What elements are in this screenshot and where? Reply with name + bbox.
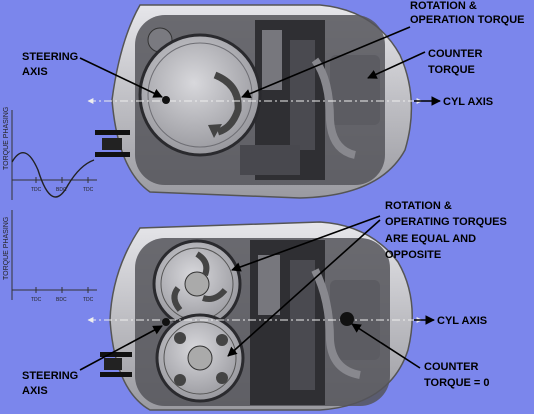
bottom-rotation-label-4: OPPOSITE	[385, 249, 441, 261]
bottom-counter-dot	[340, 312, 354, 326]
top-torque-graph: TORQUE PHASING TDC BDC TDC	[3, 107, 97, 200]
top-rotation-label-1: ROTATION &	[410, 0, 477, 12]
bottom-graph-ylabel: TORQUE PHASING	[3, 217, 10, 280]
top-counter-label-2: TORQUE	[428, 64, 475, 76]
bottom-graph-bdc: BDC	[56, 297, 67, 303]
top-counter-label-1: COUNTER	[428, 48, 482, 60]
top-steering-label-1: STEERING	[22, 51, 78, 63]
bottom-steering-label-2: AXIS	[22, 385, 48, 397]
bottom-rotation-label-1: ROTATION &	[385, 200, 452, 212]
top-torque-curve	[11, 152, 95, 198]
bottom-graph-tdc: TDC	[31, 297, 42, 303]
bottom-counter-label-2: TORQUE = 0	[424, 377, 490, 389]
bottom-steering-label-1: STEERING	[22, 370, 78, 382]
bottom-steering-axis-dot	[162, 318, 170, 326]
bottom-graph-end: TDC	[83, 297, 94, 303]
top-cyl-axis-label: CYL AXIS	[443, 96, 493, 108]
top-graph-ylabel: TORQUE PHASING	[3, 107, 10, 170]
top-graph-tdc: TDC	[31, 187, 42, 193]
bottom-lower-gear	[155, 313, 245, 403]
bottom-upper-gear	[152, 239, 242, 329]
top-steering-axis-dot	[162, 96, 170, 104]
top-rotation-label-2: OPERATION TORQUE	[410, 14, 525, 26]
top-steering-label-2: AXIS	[22, 66, 48, 78]
bottom-rotation-label-2: OPERATING TORQUES	[385, 216, 507, 228]
top-engine	[87, 4, 423, 199]
bottom-engine	[87, 221, 423, 411]
rotation-arrow	[213, 71, 242, 136]
top-graph-end: TDC	[83, 187, 94, 193]
bottom-counter-label-1: COUNTER	[424, 361, 478, 373]
bottom-cyl-axis-label: CYL AXIS	[437, 315, 487, 327]
bottom-torque-graph: TORQUE PHASING TDC BDC TDC	[3, 210, 97, 303]
bottom-rotation-label-3: ARE EQUAL AND	[385, 233, 476, 245]
top-graph-bdc: BDC	[56, 187, 67, 193]
